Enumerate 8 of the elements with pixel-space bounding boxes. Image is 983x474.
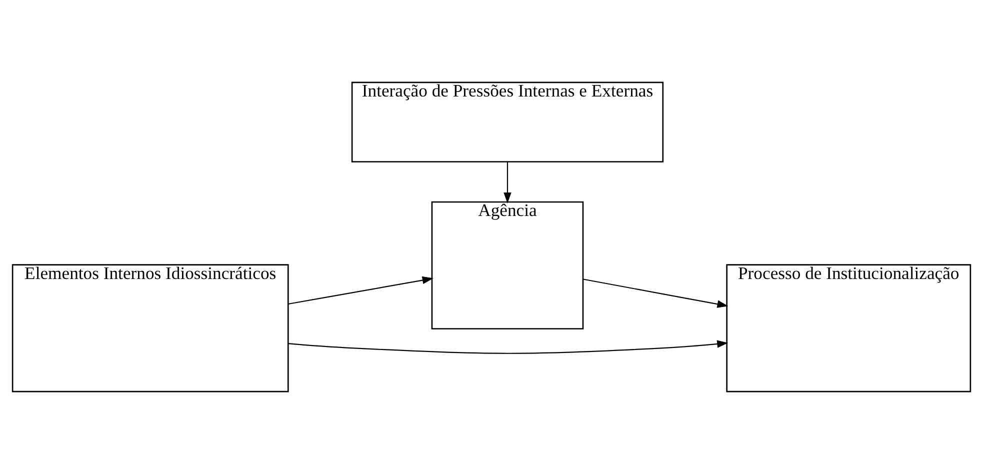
arrow — [504, 162, 512, 204]
arrow — [288, 340, 728, 354]
node-box: Agência — [431, 201, 584, 330]
arrow — [288, 276, 434, 305]
node-box: Processo de Institucionalização — [726, 264, 972, 392]
arrow — [583, 278, 728, 308]
node-box: Interação de Pressões Internas e Externas — [351, 82, 664, 162]
node-box: Elementos Internos Idiossincráticos — [12, 264, 289, 392]
